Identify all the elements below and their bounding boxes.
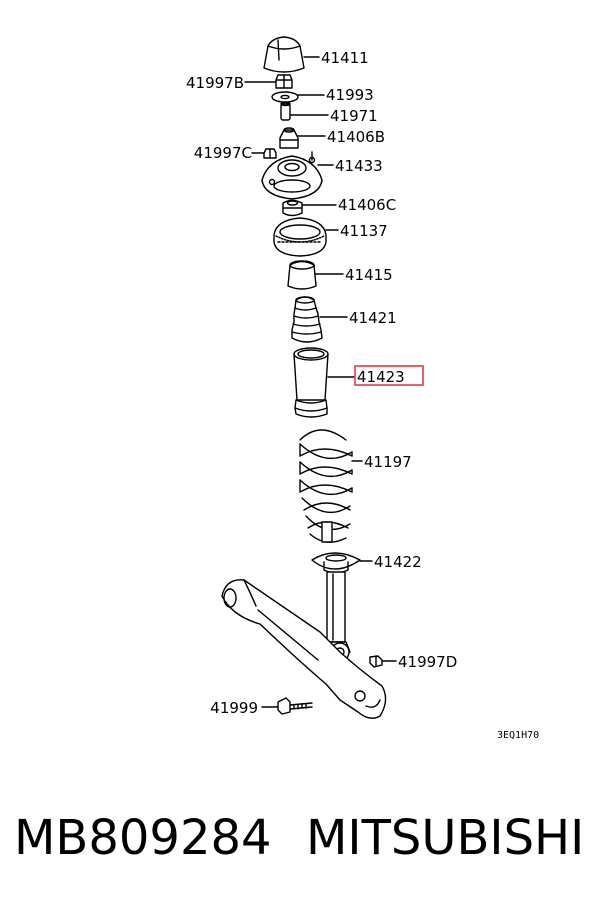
brand-name: MITSUBISHI (306, 810, 585, 866)
footer: MB809284 MITSUBISHI (0, 800, 600, 880)
label-41411: 41411 (321, 49, 369, 67)
label-41415: 41415 (345, 266, 393, 284)
label-41999: 41999 (210, 699, 258, 717)
label-41422: 41422 (374, 553, 422, 571)
shock-absorber-41422 (311, 521, 361, 662)
label-41423: 41423 (357, 368, 405, 386)
bushing-41406C (282, 199, 303, 217)
label-41997D: 41997D (398, 653, 457, 671)
bolt-41999 (277, 697, 313, 715)
label-41433: 41433 (335, 157, 383, 175)
bushing-41406B (279, 127, 299, 149)
label-41971: 41971 (330, 107, 378, 125)
washer-41993 (271, 91, 299, 103)
label-41421: 41421 (349, 309, 397, 327)
label-41406C: 41406C (338, 196, 396, 214)
nut-41997D (369, 655, 383, 668)
collar-41971 (280, 101, 291, 121)
highlight-box (354, 365, 424, 386)
bearing-41137 (273, 217, 327, 257)
label-41197: 41197 (364, 453, 412, 471)
lower-control-arm (221, 579, 387, 719)
nut-41997B (275, 74, 293, 89)
parts-diagram: 41411 41997B 41993 41971 41406B 41997C 4… (186, 36, 539, 741)
dust-boot-41423 (293, 347, 329, 418)
label-41406B: 41406B (327, 128, 385, 146)
bump-stopper-cap-41411 (263, 36, 305, 73)
part-number: MB809284 (14, 810, 272, 866)
nut-41997C (263, 148, 277, 159)
dust-cover-41415 (287, 260, 317, 290)
label-41997C: 41997C (194, 144, 252, 162)
label-41137: 41137 (340, 222, 388, 240)
bump-rubber-41421 (291, 296, 323, 343)
label-41993: 41993 (326, 86, 374, 104)
label-41997B: 41997B (186, 74, 244, 92)
drawing-code: 3EQ1H70 (497, 730, 539, 741)
strut-mount-41433 (261, 151, 323, 200)
